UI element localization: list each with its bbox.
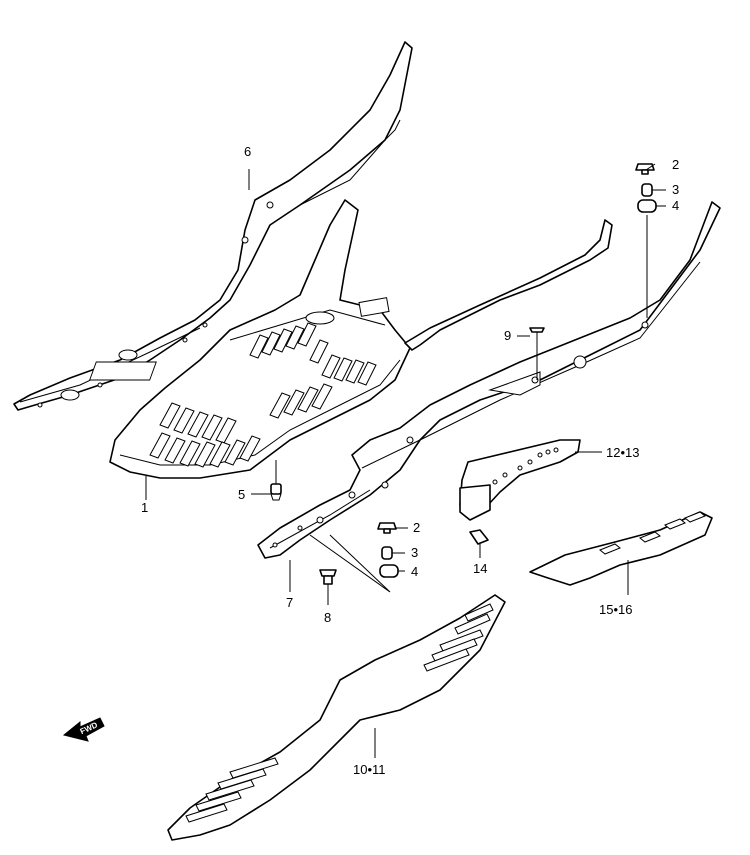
leader-lines <box>145 163 666 758</box>
floor-mat-ribs-upper <box>423 603 494 672</box>
part-6-left-rail <box>13 41 413 411</box>
callout-8: 8 <box>324 610 331 625</box>
callout-7: 7 <box>286 595 293 610</box>
floor-ribs-lower <box>149 383 333 468</box>
part-4-grommet-lower <box>379 564 399 578</box>
part-8-plug <box>319 569 337 585</box>
part-14-bolt <box>469 529 489 545</box>
part-3-collar-lower <box>381 546 393 560</box>
part-5-clip <box>270 483 282 501</box>
part-2-bolt-lower <box>377 522 397 534</box>
floor-mat-ribs-lower <box>185 757 279 823</box>
callout-3-lower: 3 <box>411 545 418 560</box>
part-7-right-rail <box>257 201 721 559</box>
callout-2-lower: 2 <box>413 520 420 535</box>
part-1-floor-panel <box>89 199 411 479</box>
callout-6: 6 <box>244 144 251 159</box>
callout-9: 9 <box>504 328 511 343</box>
part-2-bolt-upper <box>635 163 655 175</box>
callout-5: 5 <box>238 487 245 502</box>
part-12-13-bracket <box>459 439 581 521</box>
callout-1: 1 <box>141 500 148 515</box>
part-10-11-floor-mat <box>167 594 506 841</box>
callout-3-upper: 3 <box>672 182 679 197</box>
part-15-16-step-board <box>529 511 713 586</box>
callout-4-lower: 4 <box>411 564 418 579</box>
part-9-screw <box>529 327 545 345</box>
callout-12-13: 12•13 <box>606 445 639 460</box>
part-4-grommet-upper <box>637 199 657 213</box>
floor-ribs-upper <box>249 322 377 386</box>
part-3-collar-upper <box>641 183 653 197</box>
callout-10-11: 10•11 <box>353 762 386 777</box>
fwd-arrow-icon: FWD <box>62 717 105 742</box>
callout-14: 14 <box>473 561 487 576</box>
callout-15-16: 15•16 <box>599 602 632 617</box>
callout-4-upper: 4 <box>672 198 679 213</box>
callout-2-upper: 2 <box>672 157 679 172</box>
